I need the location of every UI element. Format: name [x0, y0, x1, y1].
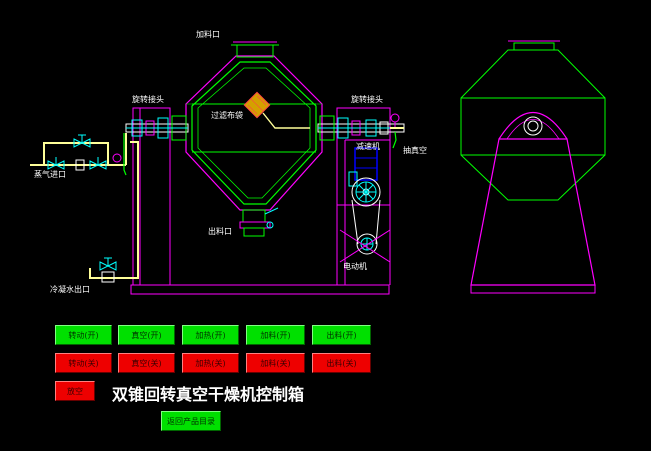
support-frame: [130, 107, 391, 295]
vacuum-on-button[interactable]: 真空(开): [118, 325, 175, 345]
heat-off-button[interactable]: 加热(关): [182, 353, 239, 373]
page-title: 双锥回转真空干燥机控制箱: [112, 385, 305, 404]
outlet-label: 出料口: [208, 227, 232, 236]
feed-off-button[interactable]: 加料(关): [246, 353, 305, 373]
left-shaft: [125, 115, 189, 141]
valves: [47, 134, 122, 283]
discharge-on-button[interactable]: 出料(开): [312, 325, 371, 345]
side-view: [460, 40, 606, 294]
feed-on-button[interactable]: 加料(开): [246, 325, 305, 345]
vacuum-off-button[interactable]: 真空(关): [118, 353, 175, 373]
rotary-joint-right-label: 旋转接头: [351, 95, 383, 104]
filter-bag: [243, 91, 310, 129]
rotate-off-button[interactable]: 转动(关): [55, 353, 112, 373]
double-cone-vessel: [185, 41, 323, 237]
filter-bag-label: 过滤布袋: [211, 111, 243, 120]
condensate-outlet-label: 冷凝水出口: [50, 285, 90, 294]
green-hose: [123, 131, 397, 176]
heat-on-button[interactable]: 加热(开): [182, 325, 239, 345]
reducer: [348, 147, 381, 207]
back-to-catalog-button[interactable]: 返回产品目录: [161, 411, 221, 431]
rotate-on-button[interactable]: 转动(开): [55, 325, 112, 345]
reducer-label: 减速机: [356, 142, 380, 151]
motor-label: 电动机: [343, 262, 367, 271]
discharge-off-button[interactable]: 出料(关): [312, 353, 371, 373]
release-button[interactable]: 放空: [55, 381, 95, 401]
motor: [339, 199, 391, 263]
feed-inlet-label: 加料口: [196, 30, 220, 39]
pipework: [30, 127, 404, 279]
vacuum-label: 抽真空: [403, 146, 427, 155]
rotary-joint-left-label: 旋转接头: [132, 95, 164, 104]
steam-inlet-label: 蒸气进口: [34, 170, 66, 179]
